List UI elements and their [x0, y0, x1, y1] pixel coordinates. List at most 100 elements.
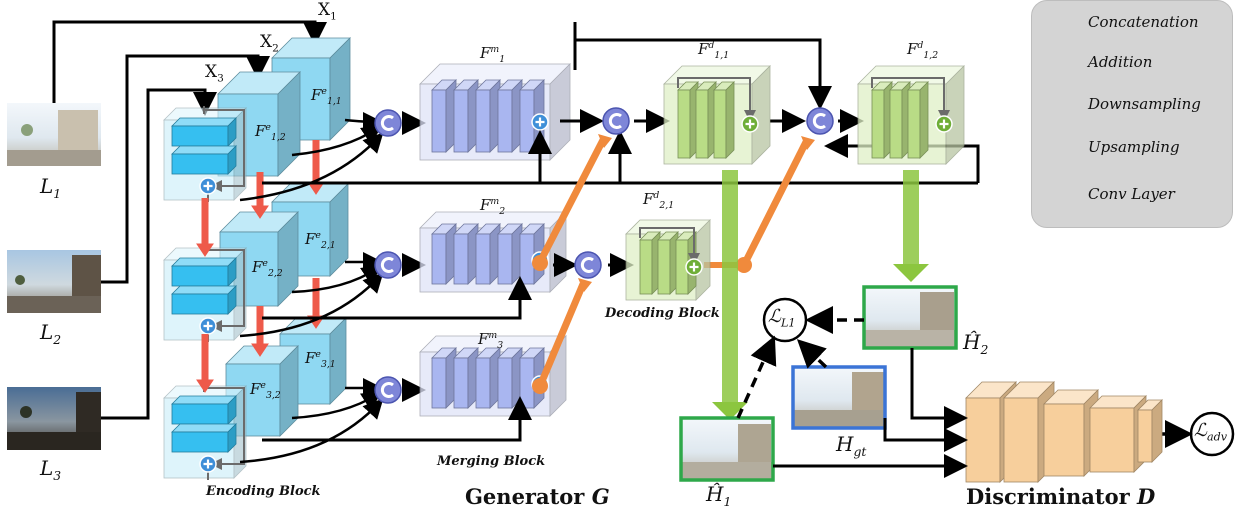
decoding-block-12-conv-2 — [907, 81, 929, 159]
decoding-block-21 — [625, 219, 711, 301]
decoding-block-12-conv-0 — [871, 81, 893, 159]
f-m-3-label: Fm3 — [478, 330, 504, 351]
generator-title: Generator G — [465, 484, 610, 509]
input-label-l2: L2 — [40, 320, 62, 347]
upsampling-arrows — [532, 134, 815, 394]
input-image-l3 — [7, 387, 101, 450]
adv-loss-label: ℒadv — [1194, 420, 1228, 444]
x1-label: X1 — [318, 0, 337, 23]
merging-conv-1-2 — [475, 79, 501, 153]
res-block-2-add-node — [199, 317, 217, 335]
legend-item-downsampling: Downsampling — [1088, 95, 1201, 113]
loss-dashed-arrows — [736, 306, 1193, 448]
decoding-blocks — [625, 65, 965, 301]
legend-item-addition: Addition — [1088, 53, 1153, 71]
merging-block-caption: Merging Block — [437, 454, 546, 469]
f-e-21-label: Fe2,1 — [305, 230, 336, 251]
res-block-3 — [163, 384, 247, 480]
downsampling-arrows — [196, 140, 325, 393]
merging-conv-1-1 — [453, 79, 479, 153]
concat-enc-2 — [374, 251, 402, 279]
merging-conv-2-3 — [497, 223, 523, 285]
merging-add-node-1 — [531, 113, 549, 131]
encoder-residual-blocks — [163, 106, 247, 480]
merging-conv-2-1 — [453, 223, 479, 285]
discriminator-input-lines — [773, 348, 968, 478]
discriminator-title: Discriminator D — [966, 484, 1156, 509]
input-label-l3: L3 — [40, 456, 62, 483]
legend-item-upsampling: Upsampling — [1088, 138, 1180, 156]
decoding-block-11-conv-0 — [677, 81, 699, 159]
f-e-31-label: Fe3,1 — [305, 349, 336, 370]
decoding-block-12-add-node — [935, 115, 953, 133]
output-image-h1 — [679, 416, 775, 482]
x2-label: X2 — [260, 32, 279, 55]
concat-dec-21 — [574, 251, 602, 279]
h1-label: Ĥ1 — [706, 482, 732, 509]
discriminator-network — [965, 381, 1163, 483]
res-block-2-conv-b — [171, 285, 237, 315]
encoding-cubes — [217, 37, 351, 437]
res-block-1-conv-b — [171, 145, 237, 175]
f-m-2-label: Fm2 — [480, 196, 506, 217]
concat-nodes — [374, 107, 834, 404]
res-block-3-add-node — [199, 455, 217, 473]
merging-conv-2-2 — [475, 223, 501, 285]
concat-enc-1 — [374, 109, 402, 137]
input-skip-lines — [52, 20, 327, 420]
merging-conv-3-1 — [453, 347, 479, 409]
encoder-cube-f12 — [217, 71, 301, 177]
discriminator-layer-4 — [1089, 395, 1147, 473]
f-e-32-label: Fe3,2 — [250, 380, 281, 401]
f-e-22-label: Fe2,2 — [252, 258, 283, 279]
decoding-block-11 — [663, 65, 771, 165]
merging-conv-1-3 — [497, 79, 523, 153]
hgt-label: Hgt — [836, 432, 867, 459]
merging-to-decoding-lines — [553, 22, 864, 277]
f-d-21-label: Fd2,1 — [643, 190, 675, 211]
res-block-1 — [163, 106, 247, 202]
concat-dec-12 — [806, 107, 834, 135]
res-block-1-add-node — [199, 177, 217, 195]
input-image-l2 — [7, 250, 101, 313]
f-e-12-label: Fe1,2 — [255, 122, 286, 143]
f-e-11-label: Fe1,1 — [311, 86, 342, 107]
legend-item-conv-layer: Conv Layer — [1088, 185, 1175, 203]
f-d-11-label: Fd1,1 — [698, 40, 730, 61]
merging-block-1 — [419, 63, 571, 161]
f-d-12-label: Fd1,2 — [907, 40, 939, 61]
res-block-2 — [163, 246, 247, 342]
f-m-1-label: Fm1 — [480, 44, 506, 65]
res-block-3-conv-a — [171, 395, 237, 425]
x3-label: X3 — [205, 62, 224, 85]
encoding-block-caption: Encoding Block — [206, 484, 321, 499]
h2-label: Ĥ2 — [963, 330, 989, 357]
decoding-block-12 — [857, 65, 965, 165]
concat-to-merging-lines — [402, 111, 426, 402]
decoding-block-11-conv-2 — [713, 81, 735, 159]
output-image-h2 — [862, 285, 958, 350]
decoding-block-11-conv-1 — [695, 81, 717, 159]
decoding-block-21-add-node — [685, 258, 703, 276]
output-arrows — [712, 170, 929, 420]
res-block-3-conv-b — [171, 423, 237, 453]
merging-conv-1-0 — [431, 79, 457, 153]
input-label-l1: L1 — [40, 174, 62, 201]
decoding-block-11-add-node — [741, 115, 759, 133]
encoder-cube-f11 — [271, 37, 351, 141]
decoding-block-21-conv-0 — [639, 231, 661, 295]
legend-item-concatenation: Concatenation — [1088, 13, 1199, 31]
merging-conv-2-0 — [431, 223, 457, 285]
concat-enc-3 — [374, 376, 402, 404]
decoding-block-caption: Decoding Block — [605, 306, 720, 321]
res-block-1-conv-a — [171, 117, 237, 147]
encoder-skip-lines — [262, 130, 980, 442]
merging-conv-3-2 — [475, 347, 501, 409]
merging-conv-3-0 — [431, 347, 457, 409]
decoding-block-12-conv-1 — [889, 81, 911, 159]
discriminator-layer-5 — [1137, 399, 1163, 463]
legend-panel: Concatenation Addition Downsampling Upsa… — [1031, 0, 1233, 228]
l1-loss-label: ℒL1 — [768, 306, 796, 330]
decoding-block-21-conv-1 — [657, 231, 679, 295]
